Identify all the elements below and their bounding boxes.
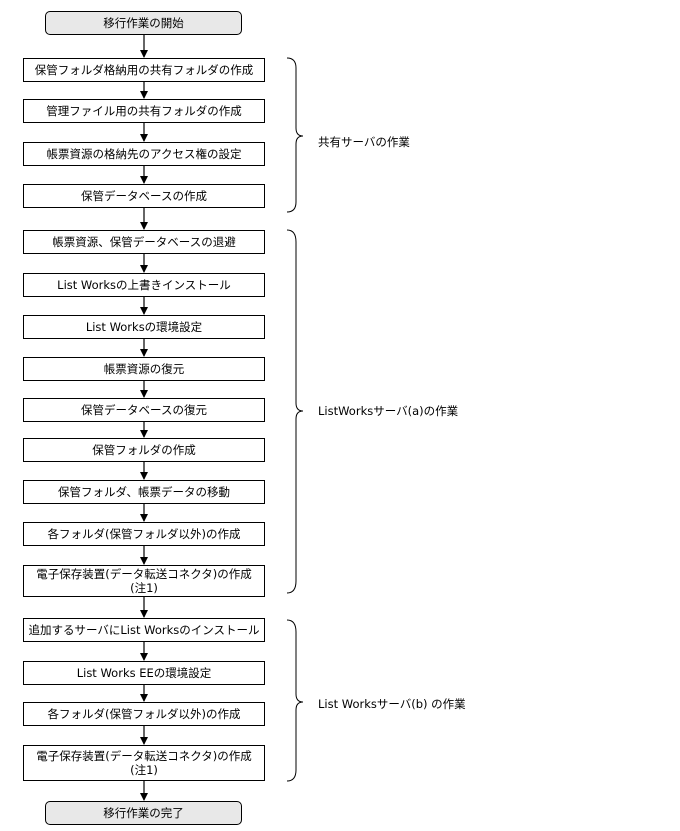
group-brace-server-a: [286, 229, 304, 594]
step-box: 保管データベースの復元: [23, 398, 265, 422]
step-box: 各フォルダ(保管フォルダ以外)の作成: [23, 522, 265, 546]
end-terminal: 移行作業の完了: [45, 801, 242, 825]
step-box: 帳票資源の復元: [23, 357, 265, 381]
step-box: List Worksの環境設定: [23, 315, 265, 339]
step-box: 保管フォルダ格納用の共有フォルダの作成: [23, 58, 265, 82]
step-box: 帳票資源、保管データベースの退避: [23, 230, 265, 254]
group-brace-server-b: [286, 619, 304, 782]
step-box: 追加するサーバにList Worksのインストール: [23, 618, 265, 642]
group-label-listworks-server-b: List Worksサーバ(b) の作業: [318, 697, 466, 711]
step-box: 各フォルダ(保管フォルダ以外)の作成: [23, 702, 265, 726]
step-box: 保管データベースの作成: [23, 184, 265, 208]
group-label-listworks-server-a: ListWorksサーバ(a)の作業: [318, 404, 459, 418]
group-brace-shared: [286, 57, 304, 213]
step-box: List Works EEの環境設定: [23, 661, 265, 685]
step-box: 帳票資源の格納先のアクセス権の設定: [23, 142, 265, 166]
step-box: List Worksの上書きインストール: [23, 273, 265, 297]
step-box: 電子保存装置(データ転送コネクタ)の作成 (注1): [23, 565, 265, 597]
step-box: 保管フォルダの作成: [23, 438, 265, 462]
group-label-shared-server: 共有サーバの作業: [318, 135, 410, 149]
step-box: 管理ファイル用の共有フォルダの作成: [23, 99, 265, 123]
step-box: 電子保存装置(データ転送コネクタ)の作成 (注1): [23, 745, 265, 781]
start-terminal: 移行作業の開始: [45, 11, 242, 35]
step-box: 保管フォルダ、帳票データの移動: [23, 480, 265, 504]
